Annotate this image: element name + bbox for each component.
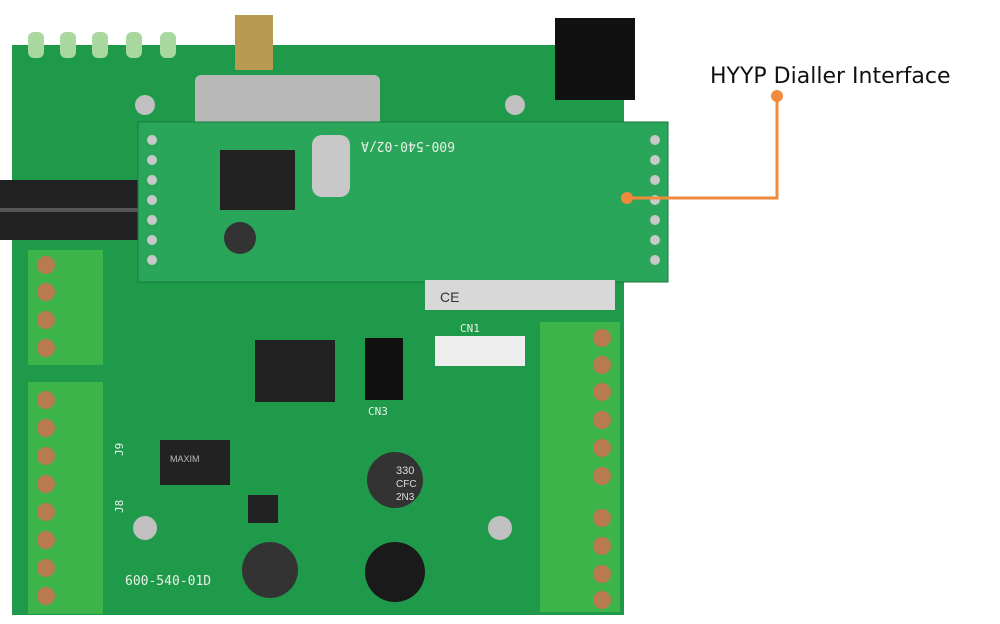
callout-dot-top (771, 90, 783, 102)
j8-label: J8 (113, 500, 126, 513)
cn3-label: CN3 (368, 405, 388, 418)
cap-text: 330 (396, 465, 414, 477)
main-board-code: 600-540-01D (125, 574, 211, 589)
callout-leader-line (627, 96, 779, 200)
dialler-board-code: 600-540-02/A (361, 138, 455, 153)
terminal-block-right[interactable] (540, 322, 620, 612)
header-cn3 (365, 338, 403, 400)
capacitor-330 (367, 452, 423, 508)
connector-cn1 (435, 336, 525, 366)
potentiometer (235, 15, 273, 70)
screw (488, 516, 512, 540)
inductor (365, 542, 425, 602)
push-button[interactable] (248, 495, 278, 523)
sounder (195, 75, 380, 135)
cn1-label: CN1 (460, 322, 480, 335)
cap-text: 2N3 (396, 492, 415, 503)
terminal-block-left-bottom[interactable] (28, 382, 103, 614)
ic-marking: MAXIM (170, 454, 200, 464)
label-sticker (425, 280, 615, 310)
screw (133, 516, 157, 540)
terminal-block-left-top[interactable] (28, 250, 103, 365)
dialler-ic (220, 150, 295, 210)
j9-label: J9 (113, 443, 126, 456)
ce-mark: CE (440, 289, 459, 305)
crystal (312, 135, 350, 197)
callout-dot-target (621, 192, 633, 204)
led-row (28, 32, 176, 58)
capacitor (224, 222, 256, 254)
power-jack (555, 18, 635, 100)
screw (505, 95, 525, 115)
capacitor (242, 542, 298, 598)
microcontroller (255, 340, 335, 402)
screw (135, 95, 155, 115)
cap-text: CFC (396, 479, 417, 490)
callout-label: HYYP Dialler Interface (710, 64, 951, 89)
maxim-ic (160, 440, 230, 485)
